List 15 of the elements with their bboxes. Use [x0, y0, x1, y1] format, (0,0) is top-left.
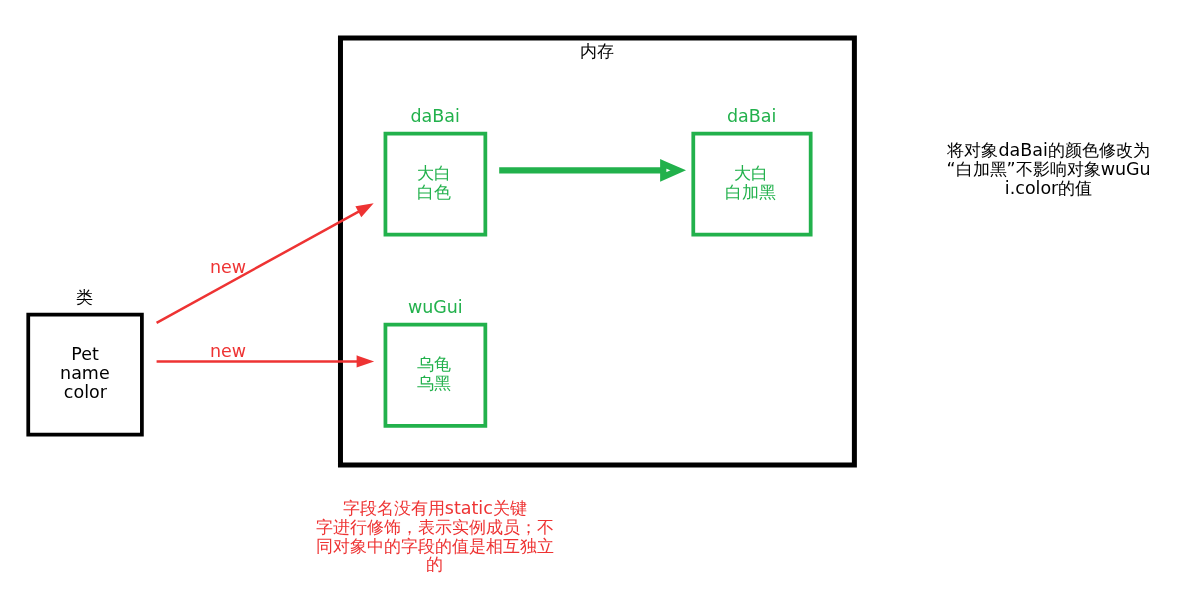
node-label: 类	[75, 287, 93, 307]
node-box: 乌龟 乌黑	[383, 322, 488, 428]
arrow	[156, 355, 375, 368]
node-box: 大白 白色	[383, 131, 488, 237]
node-label: daBai	[410, 105, 460, 126]
node-label: wuGui	[407, 296, 463, 317]
node-label: daBai	[727, 105, 777, 126]
arrow	[155, 203, 374, 324]
node-box: Pet name color	[26, 312, 144, 437]
edge-label: new	[210, 257, 247, 278]
edge-label: new	[210, 340, 247, 361]
label: 将对象daBai的颜色修改为“白加黑”不影响对象wuGui.color的值	[946, 140, 1151, 198]
arrow	[499, 159, 686, 182]
label: 字段名没有用static关键字进行修饰，表示实例成员；不同对象中的字段的值是相互独立的	[315, 498, 554, 575]
node-box: 大白 白加黑	[691, 131, 813, 237]
